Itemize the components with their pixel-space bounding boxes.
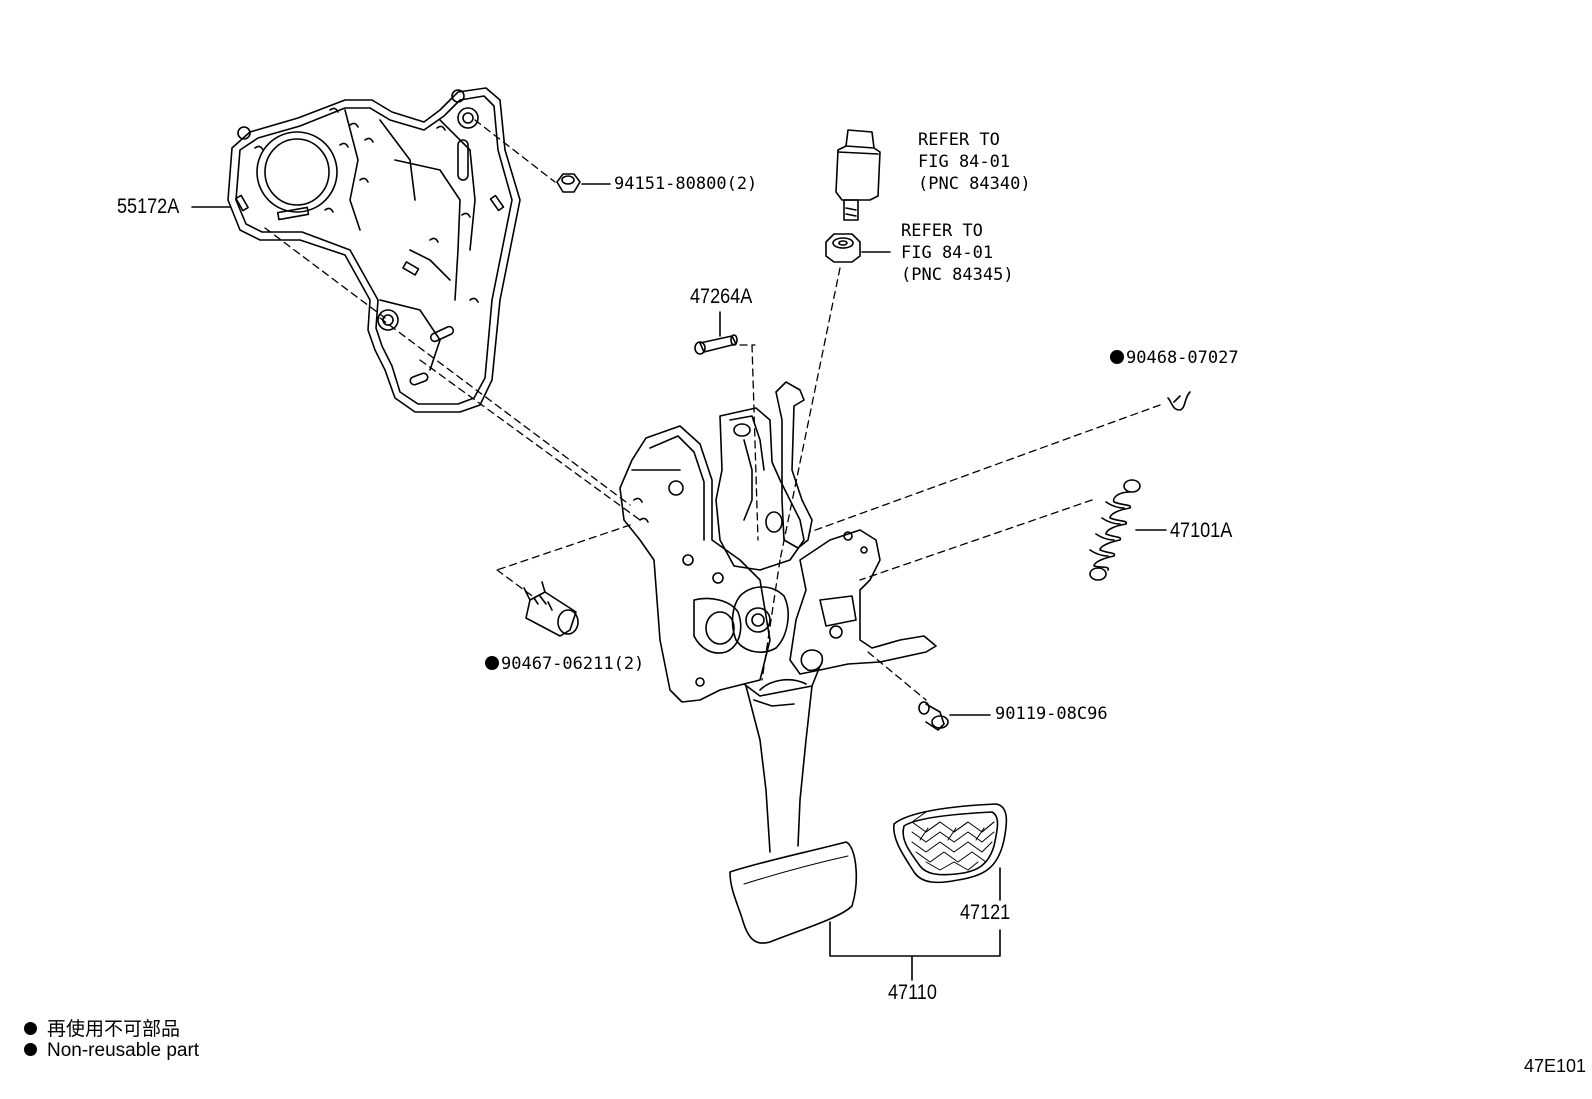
non-reusable-dot-icon [24, 1043, 37, 1056]
return-spring [1089, 479, 1141, 581]
label-switch-refer: REFER TO [918, 130, 1000, 150]
legend-en-text: Non-reusable part [47, 1040, 200, 1061]
stopper-cushion [825, 233, 861, 263]
legend-jp: 再使用不可部品 [24, 1014, 180, 1041]
label-55172A: 55172A [117, 195, 180, 218]
label-switch-pnc: (PNC 84340) [918, 174, 1031, 194]
label-47110: 47110 [888, 981, 937, 1004]
legend-jp-text: 再使用不可部品 [47, 1019, 181, 1040]
non-reusable-dot-icon [1110, 350, 1124, 364]
non-reusable-dot-icon [485, 656, 499, 670]
figure-id: 47E101 [1523, 1056, 1586, 1076]
label-90467-06211-text: 90467-06211(2) [501, 654, 645, 674]
label-cushion-pnc: (PNC 84345) [901, 265, 1014, 285]
pedal-pad-part [893, 803, 1008, 884]
clip-part [1167, 391, 1191, 411]
legend-en: Non-reusable part [24, 1040, 199, 1062]
label-90468-07027-text: 90468-07027 [1126, 348, 1239, 368]
label-90119-08C96: 90119-08C96 [995, 704, 1108, 724]
clevis-pin [694, 334, 738, 355]
label-47121: 47121 [960, 901, 1011, 924]
assembly-guide-lines [264, 119, 1161, 701]
label-47101A: 47101A [1170, 519, 1233, 542]
label-90467-06211: 90467-06211(2) [485, 654, 644, 675]
label-switch-fig: FIG 84-01 [918, 152, 1011, 172]
nut-part [556, 173, 581, 193]
label-94151-80800: 94151-80800(2) [614, 174, 758, 194]
label-90468-07027: 90468-07027 [1110, 348, 1239, 369]
label-cushion-refer: REFER TO [901, 221, 983, 241]
bushing-part [523, 581, 579, 637]
label-47264A: 47264A [690, 285, 753, 308]
stop-lamp-switch [835, 129, 881, 221]
assy-bracket-leader [829, 921, 1001, 981]
bolt-part [918, 701, 949, 731]
pedal-support-bracket [227, 87, 521, 413]
non-reusable-dot-icon [24, 1022, 37, 1035]
brake-pedal-assembly [619, 381, 937, 944]
label-cushion-fig: FIG 84-01 [901, 243, 994, 263]
